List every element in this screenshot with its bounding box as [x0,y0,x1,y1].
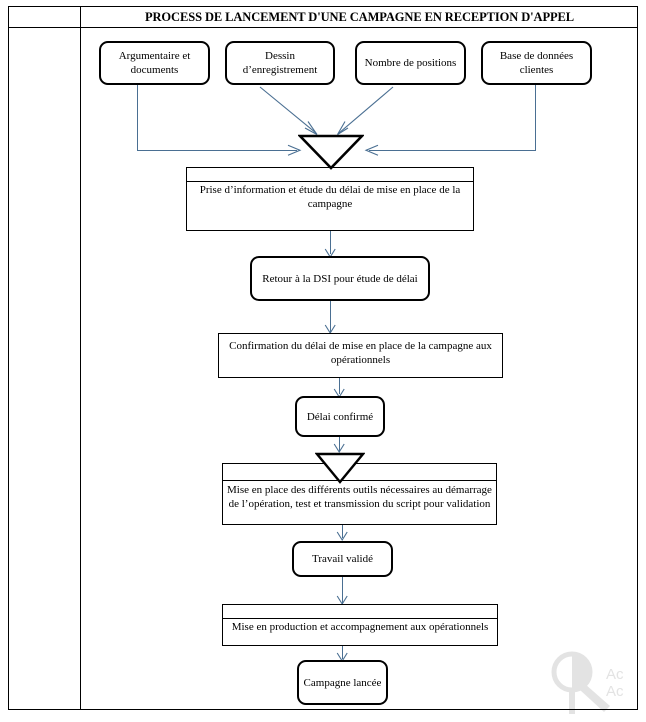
edge-in3-diagonal [337,86,394,135]
node-base-de-donnees-clientes[interactable]: Base de données clientes [481,41,592,85]
merge-triangle-1 [298,134,364,170]
merge-triangle-2 [315,452,365,484]
edge-s6-s7 [342,577,343,604]
edge-in4-vertical [535,85,536,150]
edge-s7-s8 [342,646,343,659]
node-nombre-de-positions[interactable]: Nombre de positions [355,41,466,85]
edge-s3-s4 [339,378,340,394]
edge-s4-m2 [339,437,340,451]
node-dessin-enregistrement[interactable]: Dessin d’enregistrement [225,41,335,85]
page-title: PROCESS DE LANCEMENT D'UNE CAMPAGNE EN R… [144,10,575,24]
node-retour-dsi[interactable]: Retour à la DSI pour étude de délai [250,256,430,301]
node-confirmation-delai[interactable]: Confirmation du délai de mise en place d… [218,333,503,378]
node-label: Nombre de positions [364,57,457,69]
node-label: Retour à la DSI pour étude de délai [262,272,418,285]
node-label: Argumentaire et documents [118,50,191,76]
edge-s2-s3 [330,301,331,332]
edge-in4-horizontal [369,150,536,151]
table-frame [8,6,638,710]
node-label: Mise en production et accompagnement aux… [231,621,489,633]
left-column-cell [9,29,80,709]
edge-in1-horizontal [137,150,297,151]
edge-in2-diagonal [259,86,318,135]
node-label: Base de données clientes [499,50,574,76]
node-label: Délai confirmé [306,410,374,423]
edge-s5-s6-arrowhead [336,531,348,542]
node-band-divider [222,618,498,619]
node-band-divider [222,480,497,481]
node-travail-valide[interactable]: Travail validé [292,541,393,577]
node-label: Dessin d’enregistrement [242,50,318,76]
edge-s4-m2-arrowhead [333,443,345,454]
edge-s5-s6 [342,525,343,538]
edge-in1-vertical [137,85,138,150]
table-header-row [8,6,638,28]
node-campagne-lancee[interactable]: Campagne lancée [297,660,388,705]
node-prise-information[interactable]: Prise d’information et étude du délai de… [186,167,474,231]
node-mise-en-production[interactable]: Mise en production et accompagnement aux… [222,604,498,646]
node-label: Prise d’information et étude du délai de… [199,184,461,210]
node-label: Confirmation du délai de mise en place d… [229,340,492,366]
node-label: Travail validé [312,553,373,565]
node-label: Campagne lancée [303,676,382,689]
node-argumentaire-et-documents[interactable]: Argumentaire et documents [99,41,210,85]
table-column-divider [80,6,81,710]
edge-s1-s2 [330,231,331,254]
edge-in4-arrowhead [364,144,379,156]
node-label: Mise en place des différents outils néce… [227,484,492,510]
node-delai-confirme[interactable]: Délai confirmé [295,396,385,437]
edge-in1-arrowhead [287,144,302,156]
node-band-divider [186,181,474,182]
node-mise-en-place-outils[interactable]: Mise en place des différents outils néce… [222,463,497,525]
